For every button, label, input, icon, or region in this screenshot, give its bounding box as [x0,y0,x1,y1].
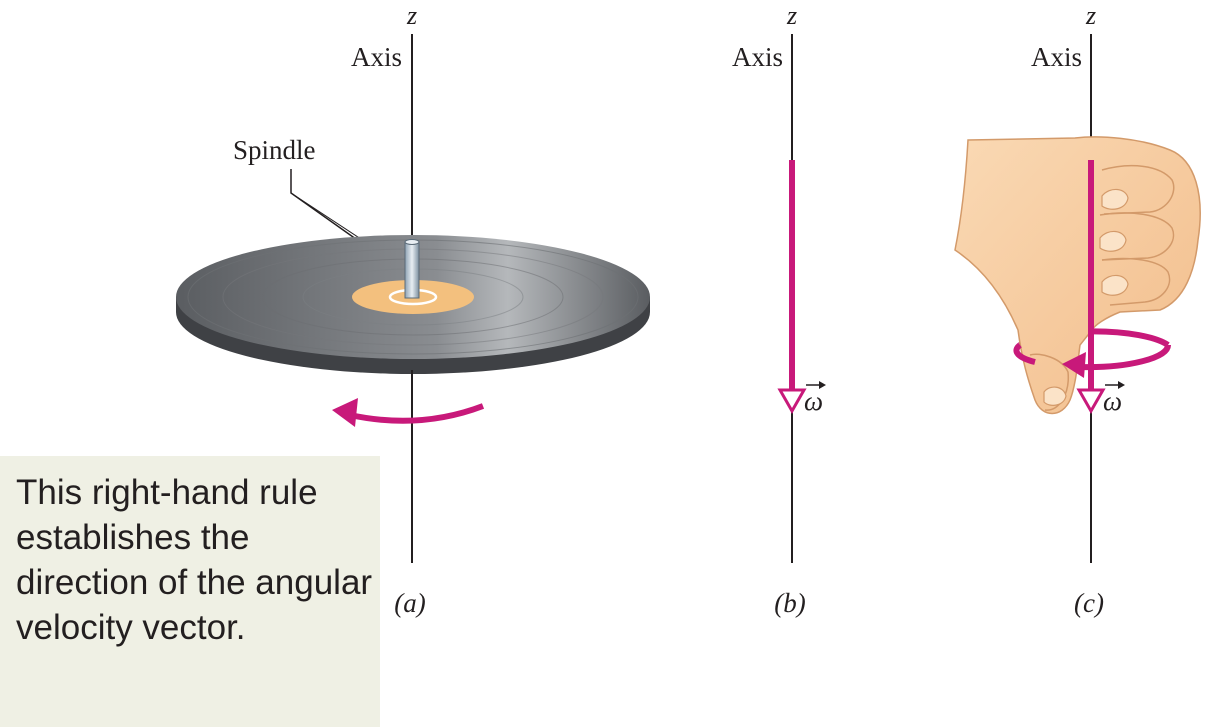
spindle [404,241,420,299]
vector-arrow-accent-c [1105,381,1125,389]
axis-label-b: Axis [732,42,783,72]
omega-symbol-b: ω [804,386,823,416]
caption-a: (a) [394,588,425,618]
panel-a: z Axis Spindle (a) [176,1,650,618]
caption-b: (b) [774,588,805,618]
rotation-loop-front [1013,342,1172,378]
panel-c: z Axis [954,1,1201,618]
z-label-a: z [406,1,417,30]
angular-velocity-vector-c [1076,160,1106,415]
angular-velocity-vector-b [777,160,807,415]
z-label-b: z [786,1,797,30]
z-label-c: z [1085,1,1096,30]
right-hand [954,136,1201,415]
vector-arrow-accent-b [806,381,826,389]
omega-symbol-c: ω [1103,386,1122,416]
explanation-text: This right-hand rule establishes the dir… [16,473,373,647]
explanation-note: This right-hand rule establishes the dir… [0,456,380,727]
panel-b: z Axis ω (b) [732,1,826,618]
rotation-arrow-a [332,398,485,427]
axis-label-c: Axis [1031,42,1082,72]
caption-c: (c) [1074,588,1104,618]
spindle-label: Spindle [233,135,316,165]
axis-label-a: Axis [351,42,402,72]
